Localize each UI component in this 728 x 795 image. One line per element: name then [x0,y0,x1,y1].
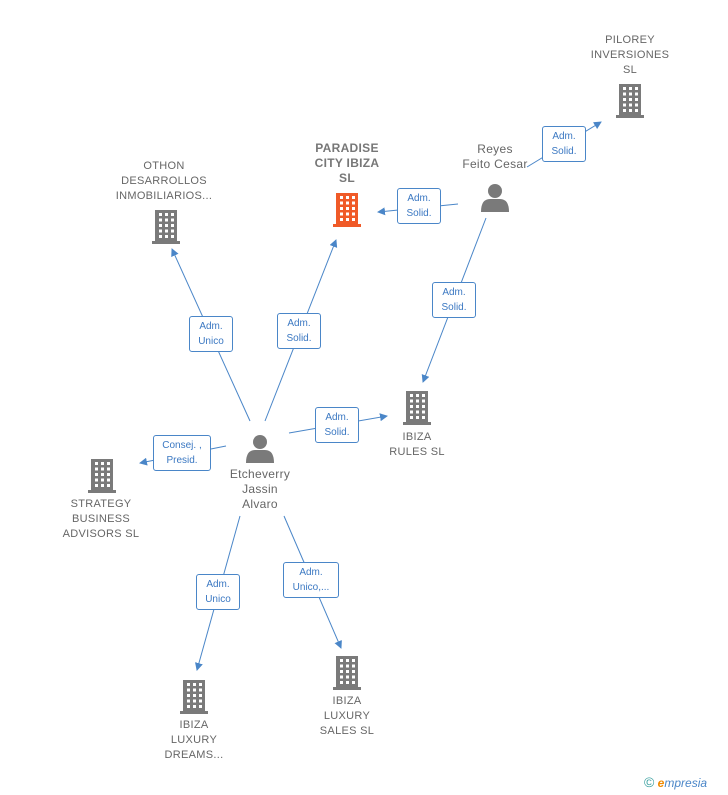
edge-label-reyes-paradise[interactable]: Adm. Solid. [397,188,441,224]
node-label-paradise[interactable]: PARADISE CITY IBIZA SL [314,141,380,185]
edge-label-etcheverry-strategy[interactable]: Consej. , Presid. [153,435,211,471]
person-icon[interactable] [481,184,509,212]
brand-name: mpresia [664,776,708,790]
building-icon[interactable] [180,680,208,714]
node-label-ibiza_rules[interactable]: IBIZA RULES SL [389,431,445,458]
edge-label-etcheverry-ibiza_sales[interactable]: Adm. Unico,... [283,562,339,598]
building-icon[interactable] [333,656,361,690]
edge-label-etcheverry-ibiza_dreams[interactable]: Adm. Unico [196,574,240,610]
building-icon[interactable] [152,210,180,244]
building-icon[interactable] [88,459,116,493]
copyright-symbol: © [644,774,655,790]
node-label-reyes[interactable]: Reyes Feito Cesar [462,142,528,171]
icon-layer [88,84,644,714]
node-label-strategy[interactable]: STRATEGY BUSINESS ADVISORS SL [62,498,140,540]
node-label-pilorey[interactable]: PILOREY INVERSIONES SL [590,34,670,76]
edge-label-reyes-pilorey[interactable]: Adm. Solid. [542,126,586,162]
edge-label-etcheverry-paradise[interactable]: Adm. Solid. [277,313,321,349]
edge-label-etcheverry-othon[interactable]: Adm. Unico [189,316,233,352]
edge-label-etcheverry-ibiza_rules[interactable]: Adm. Solid. [315,407,359,443]
node-label-etcheverry[interactable]: Etcheverry Jassin Alvaro [229,467,291,511]
node-label-ibiza_sales[interactable]: IBIZA LUXURY SALES SL [319,695,375,737]
edge-label-reyes-ibiza_rules[interactable]: Adm. Solid. [432,282,476,318]
building-icon[interactable] [616,84,644,118]
node-label-ibiza_dreams[interactable]: IBIZA LUXURY DREAMS... [164,719,224,761]
building-icon[interactable] [403,391,431,425]
person-icon[interactable] [246,435,274,463]
building-icon[interactable] [333,193,361,227]
brand-initial: e [657,776,665,790]
node-label-othon[interactable]: OTHON DESARROLLOS INMOBILIARIOS... [115,160,213,202]
footer-brand[interactable]: © empresia [644,774,728,794]
